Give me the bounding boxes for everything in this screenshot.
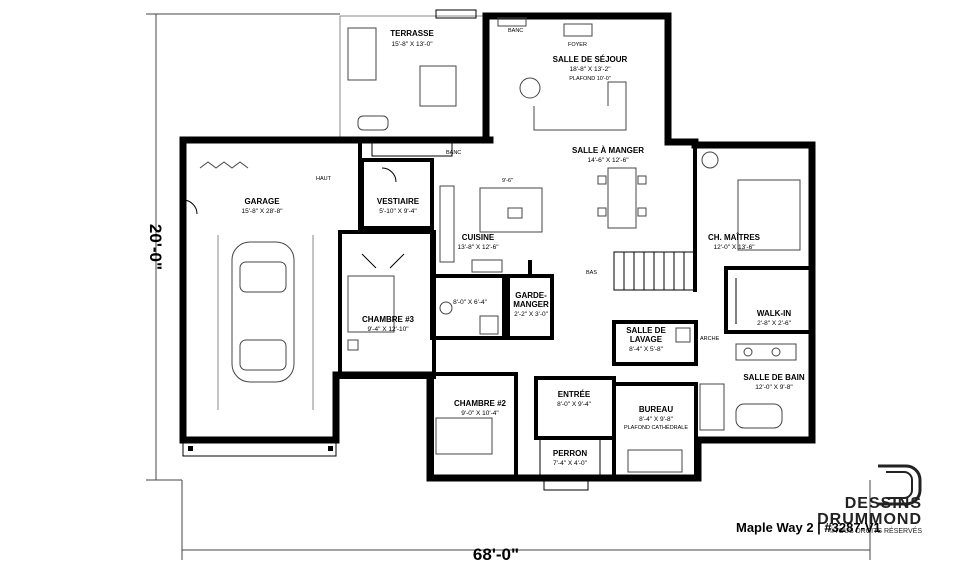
lavage-name-2: LAVAGE bbox=[630, 335, 663, 344]
terrasse-size: 15'-8" X 13'-0" bbox=[391, 41, 433, 48]
chambre2-name: CHAMBRE #2 bbox=[454, 399, 507, 408]
bas-label: BAS bbox=[586, 270, 597, 276]
garde-size: 2'-2" X 3'-0" bbox=[514, 311, 549, 318]
sejour-size: 18'-8" X 13'-2" bbox=[569, 66, 611, 73]
width-dimension: 68'-0" bbox=[473, 545, 519, 564]
entree-size: 8'-0" X 9'-4" bbox=[557, 401, 592, 408]
maitres-name: CH. MAÎTRES bbox=[708, 233, 761, 242]
bureau-size: 8'-4" X 9'-8" bbox=[639, 416, 674, 423]
haut-label: HAUT bbox=[316, 176, 332, 182]
bain-name: SALLE DE BAIN bbox=[743, 373, 805, 382]
sejour-name: SALLE DE SÉJOUR bbox=[553, 55, 628, 64]
brand-line-2: DRUMMOND bbox=[817, 511, 922, 528]
chambre2-size: 9'-0" X 10'-4" bbox=[461, 410, 499, 417]
bureau-room bbox=[612, 382, 698, 480]
cuisine-room bbox=[430, 185, 543, 278]
lavage-name-1: SALLE DE bbox=[626, 326, 666, 335]
brand-logo-icon bbox=[878, 464, 922, 506]
garde-name-2: MANGER bbox=[513, 300, 549, 309]
chambre3-size: 9'-4" X 12'-10" bbox=[367, 326, 409, 333]
walkin-size: 2'-8" X 2'-6" bbox=[757, 320, 792, 327]
lavage-size: 8'-4" X 5'-8" bbox=[629, 346, 664, 353]
entree-name: ENTRÉE bbox=[558, 390, 591, 399]
manger-name: SALLE À MANGER bbox=[572, 146, 644, 155]
cuisine-name: CUISINE bbox=[462, 233, 495, 242]
bureau-name: BUREAU bbox=[639, 405, 673, 414]
vestiaire-name: VESTIAIRE bbox=[377, 197, 420, 206]
wc-size: 8'-0" X 6'-4" bbox=[453, 299, 488, 306]
garage-room bbox=[182, 161, 337, 457]
brand-line-1: DESSINS bbox=[844, 495, 922, 512]
chambre-maitres-room bbox=[693, 143, 801, 292]
brand-rights: ©TOUS DROITS RÉSERVÉS bbox=[829, 528, 922, 535]
salle-de-lavage-room bbox=[612, 320, 698, 366]
garage-name: GARAGE bbox=[244, 197, 280, 206]
walk-in-room bbox=[724, 266, 814, 334]
chambre3-room bbox=[338, 230, 436, 379]
garde-name-1: GARDE- bbox=[515, 291, 547, 300]
banc-mid-label: BANC bbox=[446, 150, 461, 156]
bain-size: 12'-0" X 9'-8" bbox=[755, 384, 793, 391]
bureau-ceiling: PLAFOND CATHÉDRALE bbox=[624, 424, 688, 431]
maitres-size: 12'-0" X 13'-6" bbox=[713, 244, 755, 251]
plan-title: Maple Way 2 | #3287-V1 bbox=[736, 520, 881, 535]
depth-dimension: 20'-0" bbox=[146, 224, 165, 270]
arche-label: ARCHE bbox=[700, 336, 720, 342]
walkin-name: WALK-IN bbox=[757, 309, 791, 318]
counter-label: 9'-6" bbox=[502, 178, 513, 184]
chambre2-room bbox=[430, 372, 518, 480]
perron-size: 7'-4" X 4'-0" bbox=[553, 460, 588, 467]
stairs bbox=[613, 251, 695, 291]
terrasse-name: TERRASSE bbox=[390, 29, 434, 38]
sejour-ceiling: PLAFOND 10'-0" bbox=[569, 76, 611, 82]
brand-block: DESSINS DRUMMOND ©TOUS DROITS RÉSERVÉS bbox=[817, 495, 922, 536]
banc-top-label: BANC bbox=[508, 28, 523, 34]
vestiaire-room bbox=[360, 141, 453, 230]
manger-size: 14'-6" X 12'-6" bbox=[587, 157, 629, 164]
garde-manger-room bbox=[430, 274, 554, 340]
garage-size: 15'-8" X 28'-8" bbox=[241, 208, 283, 215]
salle-a-manger-room bbox=[597, 167, 647, 229]
chambre3-name: CHAMBRE #3 bbox=[362, 315, 415, 324]
salle-de-bain-room bbox=[699, 343, 797, 431]
foyer-label: FOYER bbox=[568, 42, 587, 48]
dimension-lines bbox=[146, 13, 871, 560]
salle-de-sejour-room bbox=[497, 17, 627, 131]
vestiaire-size: 5'-10" X 9'-4" bbox=[379, 208, 417, 215]
cuisine-size: 13'-8" X 12'-6" bbox=[457, 244, 499, 251]
perron-name: PERRON bbox=[553, 449, 587, 458]
